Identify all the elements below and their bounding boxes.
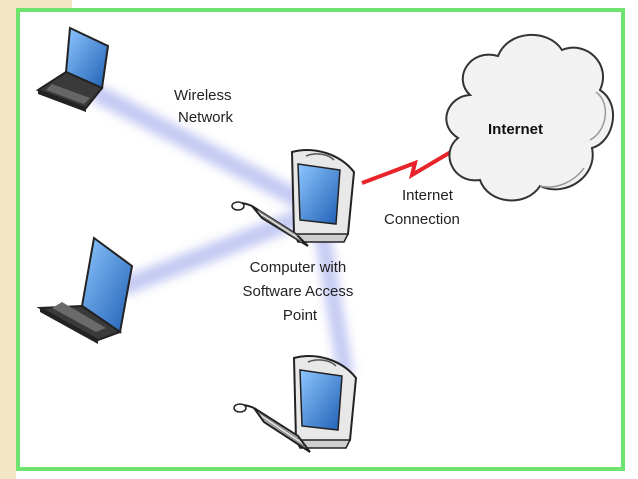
internet-connection-label-line1: Internet <box>402 187 454 204</box>
wireless-beams <box>91 86 353 378</box>
beam-left-laptop <box>119 211 304 294</box>
access-point-label-line1: Computer with <box>250 259 347 276</box>
laptop-icon <box>35 26 110 112</box>
beam-top-laptop <box>91 86 309 209</box>
wireless-network-label-line1: Wireless <box>174 87 232 104</box>
wireless-network-label-line2: Network <box>178 109 234 126</box>
lightning-link-icon <box>361 135 478 185</box>
beam-bottom-computer <box>314 224 353 378</box>
access-point-label-line3: Point <box>283 307 318 324</box>
desktop-computer-icon <box>231 149 356 247</box>
access-point-label: Computer with Software Access Point <box>242 259 357 324</box>
desktop-computer-icon <box>233 355 358 453</box>
internet-connection-label: Internet Connection <box>384 187 460 228</box>
laptop-icon <box>36 236 134 344</box>
access-point-label-line2: Software Access <box>242 283 353 300</box>
cloud-icon <box>445 34 615 202</box>
side-strip <box>0 0 16 479</box>
internet-connection-label-line2: Connection <box>384 211 460 228</box>
internet-cloud-label: Internet <box>488 121 543 138</box>
wireless-network-label: Wireless Network <box>174 87 236 126</box>
